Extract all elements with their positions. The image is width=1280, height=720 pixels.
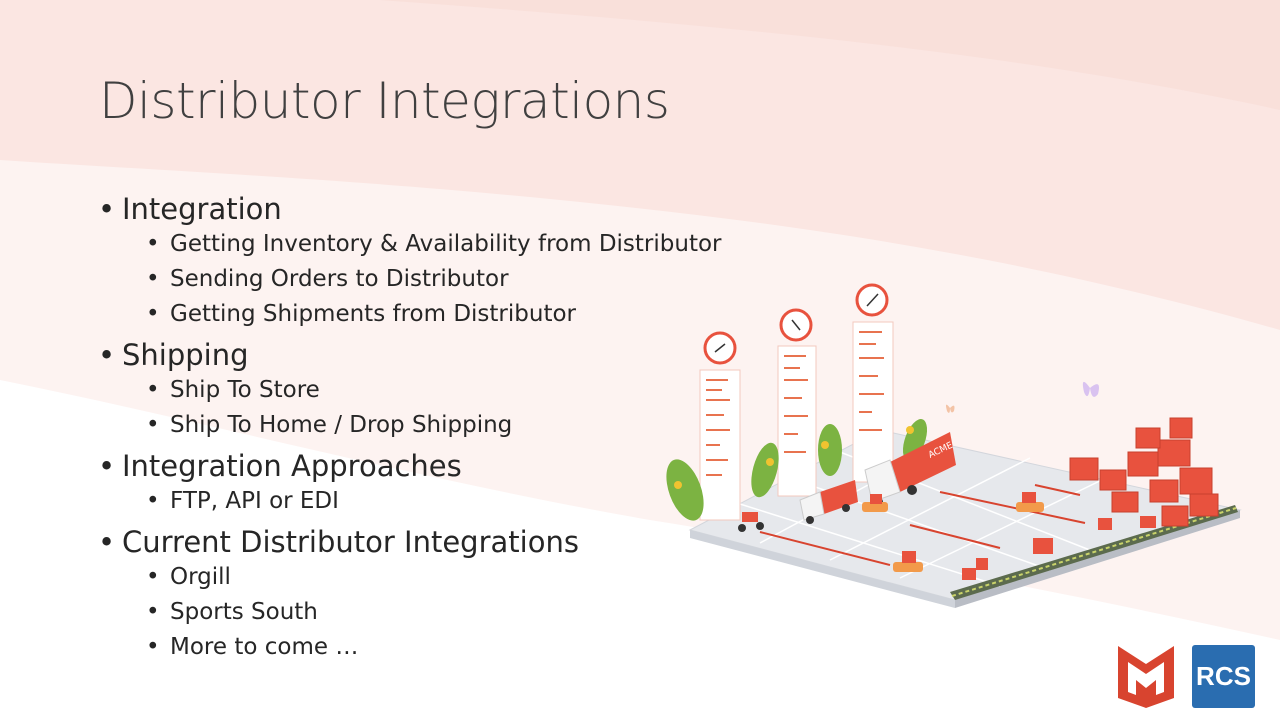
warehouse-illustration: ACME — [666, 283, 1242, 608]
delivery-van — [799, 480, 858, 524]
list-item: More to come … — [98, 630, 721, 665]
document-pillar — [777, 308, 817, 497]
section-heading-shipping: Shipping — [98, 338, 721, 373]
box-stack — [1069, 417, 1219, 527]
list-item: Getting Inventory & Availability from Di… — [98, 227, 721, 262]
list-item: Sending Orders to Distributor — [98, 262, 721, 297]
bullet-list: Integration Getting Inventory & Availabi… — [98, 192, 721, 665]
document-pillar — [852, 283, 894, 483]
scooter — [738, 512, 764, 532]
list-item: Getting Shipments from Distributor — [98, 297, 721, 332]
m-logo — [1118, 646, 1174, 708]
section-heading-integration: Integration — [98, 192, 721, 227]
slide-title: Distributor Integrations — [99, 72, 670, 130]
section-heading-approaches: Integration Approaches — [98, 449, 721, 484]
rcs-logo: RCS — [1192, 645, 1255, 708]
list-item: Sports South — [98, 595, 721, 630]
document-pillar — [699, 331, 741, 521]
list-item: Ship To Store — [98, 373, 721, 408]
list-item: FTP, API or EDI — [98, 484, 721, 519]
list-item: Ship To Home / Drop Shipping — [98, 408, 721, 443]
section-heading-current: Current Distributor Integrations — [98, 525, 721, 560]
list-item: Orgill — [98, 560, 721, 595]
